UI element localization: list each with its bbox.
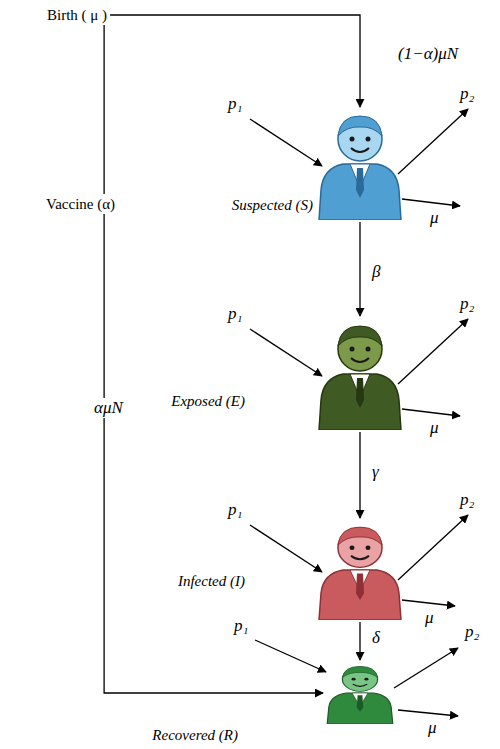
rate-label: μ (425, 608, 434, 628)
rate-label: p₂ (460, 84, 474, 104)
eye (350, 347, 355, 352)
head (338, 528, 382, 567)
tie (356, 574, 364, 601)
outflow-arrow (394, 648, 458, 688)
flow-arrow (359, 432, 360, 518)
edge-label: γ (372, 462, 379, 482)
rate-label: p₁ (234, 616, 248, 636)
inflow-arrow (250, 329, 322, 376)
flow-arrow (359, 222, 360, 316)
eye (364, 678, 368, 681)
rate-label: p₁ (228, 500, 242, 520)
death-arrow (402, 600, 455, 606)
rate-label: μ (430, 418, 439, 438)
tie (356, 168, 364, 198)
eye (366, 347, 371, 352)
rate-label: μ (428, 718, 437, 738)
tie (357, 695, 363, 712)
eye (350, 137, 355, 142)
head (342, 667, 377, 691)
outflow-arrow (398, 319, 468, 384)
rate-label: p₁ (228, 304, 242, 324)
edge-label: δ (372, 628, 380, 648)
smile (351, 148, 369, 152)
outflow-arrow (398, 515, 468, 580)
person-icon (315, 318, 405, 430)
person-icon (315, 108, 405, 220)
compartment-node: Exposed (E) (315, 318, 405, 430)
flow-arrow (110, 15, 360, 107)
rate-label: p₂ (460, 294, 474, 314)
smile (353, 684, 367, 686)
eye (352, 678, 356, 681)
inflow-arrow (250, 525, 322, 572)
hair (342, 666, 377, 677)
smile (351, 556, 369, 560)
compartment-label: Infected (I) (178, 572, 245, 590)
smile (351, 358, 369, 362)
death-arrow (398, 710, 458, 716)
hair (338, 326, 382, 346)
compartment-label: Suspected (S) (232, 196, 313, 214)
inflow-arrow (255, 640, 326, 672)
suit-body (319, 570, 401, 620)
edge-label: αμN (92, 398, 125, 418)
rate-label: p₂ (465, 622, 479, 642)
flow-arrow (359, 622, 360, 660)
rate-label: μ (430, 208, 439, 228)
inflow-arrow (250, 119, 322, 166)
hair (338, 116, 382, 136)
compartment-node: Recovered (R) (324, 662, 396, 724)
suit-body (319, 164, 401, 220)
source-node: Birth ( μ ) (46, 6, 108, 24)
suit-body (319, 374, 401, 430)
rate-label: p₂ (460, 490, 474, 510)
rate-label: p₁ (228, 94, 242, 114)
person-icon (324, 662, 396, 724)
person-icon (315, 520, 405, 620)
outflow-arrow (398, 109, 468, 174)
compartment-label: Exposed (E) (171, 392, 245, 410)
tie (356, 378, 364, 408)
side-note: Vaccine (α) (44, 194, 117, 214)
compartment-node: Suspected (S) (315, 108, 405, 220)
edge-label: (1−α)μN (398, 44, 458, 64)
eye (366, 137, 371, 142)
suit-body (327, 693, 393, 724)
head (338, 327, 382, 371)
head (338, 117, 382, 161)
eye (366, 545, 371, 549)
death-arrow (402, 199, 460, 206)
flow-arrow (104, 25, 323, 693)
compartment-label: Recovered (R) (152, 726, 238, 744)
compartment-node: Infected (I) (315, 520, 405, 620)
node-label: Birth ( μ ) (46, 6, 108, 24)
death-arrow (402, 409, 460, 416)
edge-label: β (372, 262, 380, 282)
hair (338, 527, 382, 545)
eye (350, 545, 355, 549)
